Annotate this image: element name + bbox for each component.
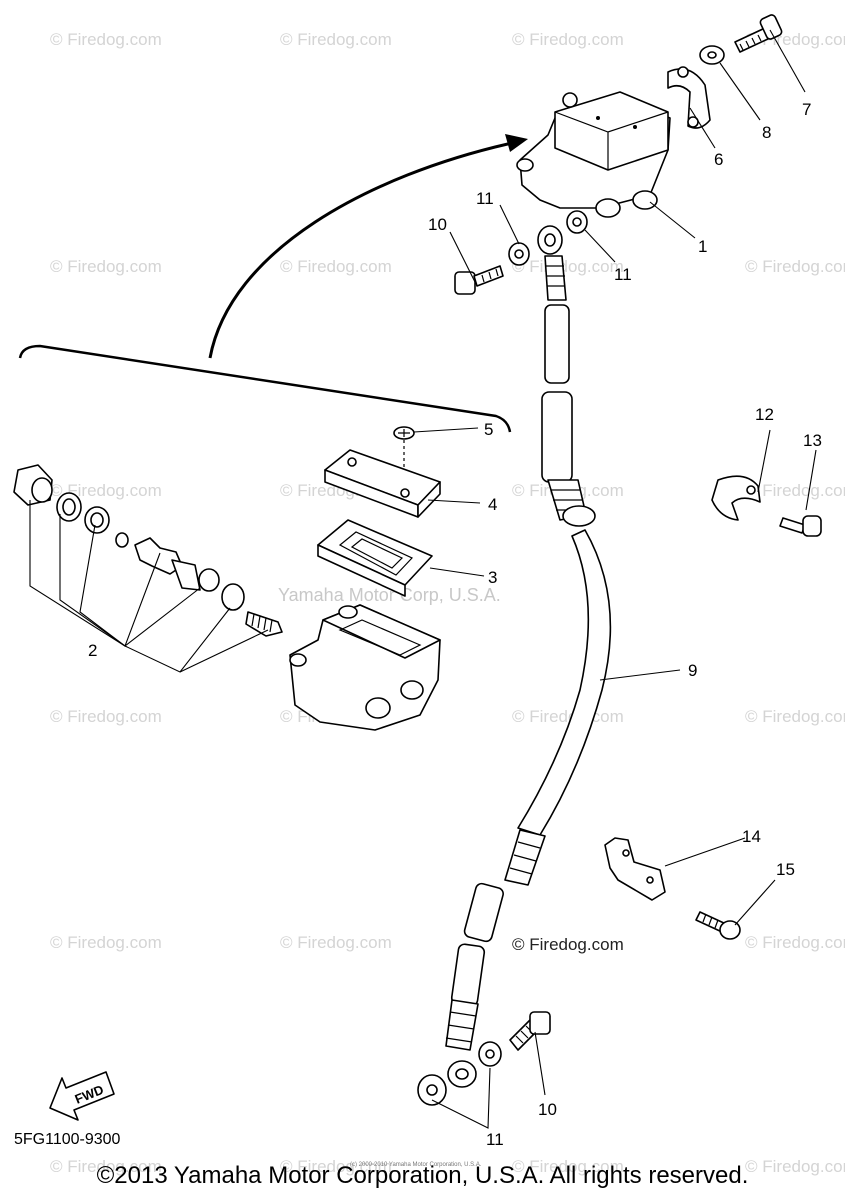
label-part-10-top: 10 bbox=[428, 215, 447, 234]
label-part-11-top-right: 11 bbox=[614, 265, 632, 284]
watermark: © Firedog.com bbox=[280, 933, 392, 952]
washer-part-11-top-left bbox=[508, 242, 530, 266]
watermark: © Firedog.com bbox=[512, 30, 624, 49]
watermark: © Firedog.com bbox=[745, 257, 845, 276]
assembly-arrow bbox=[18, 134, 528, 433]
fwd-arrow-icon: FWD bbox=[49, 1071, 115, 1121]
watermark: © Firedog.com bbox=[280, 1157, 392, 1176]
label-part-12: 12 bbox=[755, 405, 774, 424]
watermark: © Firedog.com bbox=[50, 30, 162, 49]
bracket-part-14 bbox=[604, 837, 666, 901]
bolt-part-7 bbox=[734, 14, 783, 53]
watermark: © Firedog.com bbox=[50, 1157, 162, 1176]
label-part-7: 7 bbox=[802, 100, 811, 119]
bolt-part-10-top bbox=[454, 265, 504, 295]
label-part-6: 6 bbox=[714, 150, 723, 169]
washer-part-11-bottom-a bbox=[478, 1041, 502, 1067]
diaphragm-part-3 bbox=[317, 519, 433, 597]
watermark: © Firedog.com bbox=[512, 707, 624, 726]
watermark: © Firedog.com bbox=[745, 707, 845, 726]
watermark: © Firedog.com bbox=[280, 257, 392, 276]
watermark: © Firedog.com bbox=[745, 933, 845, 952]
watermark-center: Yamaha Motor Corp, U.S.A. bbox=[278, 585, 501, 605]
watermark: © Firedog.com bbox=[745, 1157, 845, 1176]
watermark-layer: © Firedog.com © Firedog.com © Firedog.co… bbox=[50, 30, 845, 1176]
brake-hose-part-9 bbox=[445, 225, 612, 1088]
watermark: © Firedog.com bbox=[50, 481, 162, 500]
clip-part-12 bbox=[711, 475, 761, 521]
copyright-small-print: (c) 2000-2010 Yamaha Motor Corporation, … bbox=[350, 1162, 482, 1168]
washer-part-8 bbox=[699, 45, 725, 65]
label-part-13: 13 bbox=[803, 431, 822, 450]
label-part-3: 3 bbox=[488, 568, 497, 587]
label-part-11-bottom: 11 bbox=[486, 1130, 504, 1149]
label-part-5: 5 bbox=[484, 420, 493, 439]
master-cylinder-assembly bbox=[516, 91, 671, 218]
label-part-10-bottom: 10 bbox=[538, 1100, 557, 1119]
watermark: © Firedog.com bbox=[50, 707, 162, 726]
master-cylinder-body bbox=[289, 604, 441, 731]
label-part-4: 4 bbox=[488, 495, 497, 514]
label-part-14: 14 bbox=[742, 827, 761, 846]
watermark: © Firedog.com bbox=[50, 257, 162, 276]
label-part-11-top-left: 11 bbox=[476, 189, 494, 208]
watermark: © Firedog.com bbox=[745, 481, 845, 500]
label-part-9: 9 bbox=[688, 661, 697, 680]
label-part-8: 8 bbox=[762, 123, 771, 142]
watermark: © Firedog.com bbox=[280, 30, 392, 49]
watermark: © Firedog.com bbox=[512, 257, 624, 276]
label-part-15: 15 bbox=[776, 860, 795, 879]
washer-part-11-bottom-b bbox=[417, 1074, 447, 1106]
label-part-2: 2 bbox=[88, 641, 97, 660]
label-part-1: 1 bbox=[698, 237, 707, 256]
part-number-labels: 1 2 3 4 5 6 7 8 9 10 10 11 11 11 12 13 1… bbox=[88, 100, 822, 1149]
watermark: © Firedog.com bbox=[50, 933, 162, 952]
leader-lines bbox=[29, 29, 817, 1129]
watermark: © Firedog.com bbox=[512, 1157, 624, 1176]
document-code: 5FG1100-9300 bbox=[14, 1131, 121, 1148]
copyright-notice: ©2013 Yamaha Motor Corporation, U.S.A. A… bbox=[96, 1162, 749, 1189]
firedog-credit: © Firedog.com bbox=[512, 935, 624, 954]
bolt-part-15 bbox=[695, 911, 741, 940]
washer-part-11-top-right bbox=[566, 210, 588, 234]
bolt-part-10-bottom bbox=[509, 1011, 551, 1051]
cap-part-4 bbox=[324, 449, 441, 518]
bolt-part-13 bbox=[779, 515, 822, 537]
clamp-part-6 bbox=[667, 66, 711, 129]
